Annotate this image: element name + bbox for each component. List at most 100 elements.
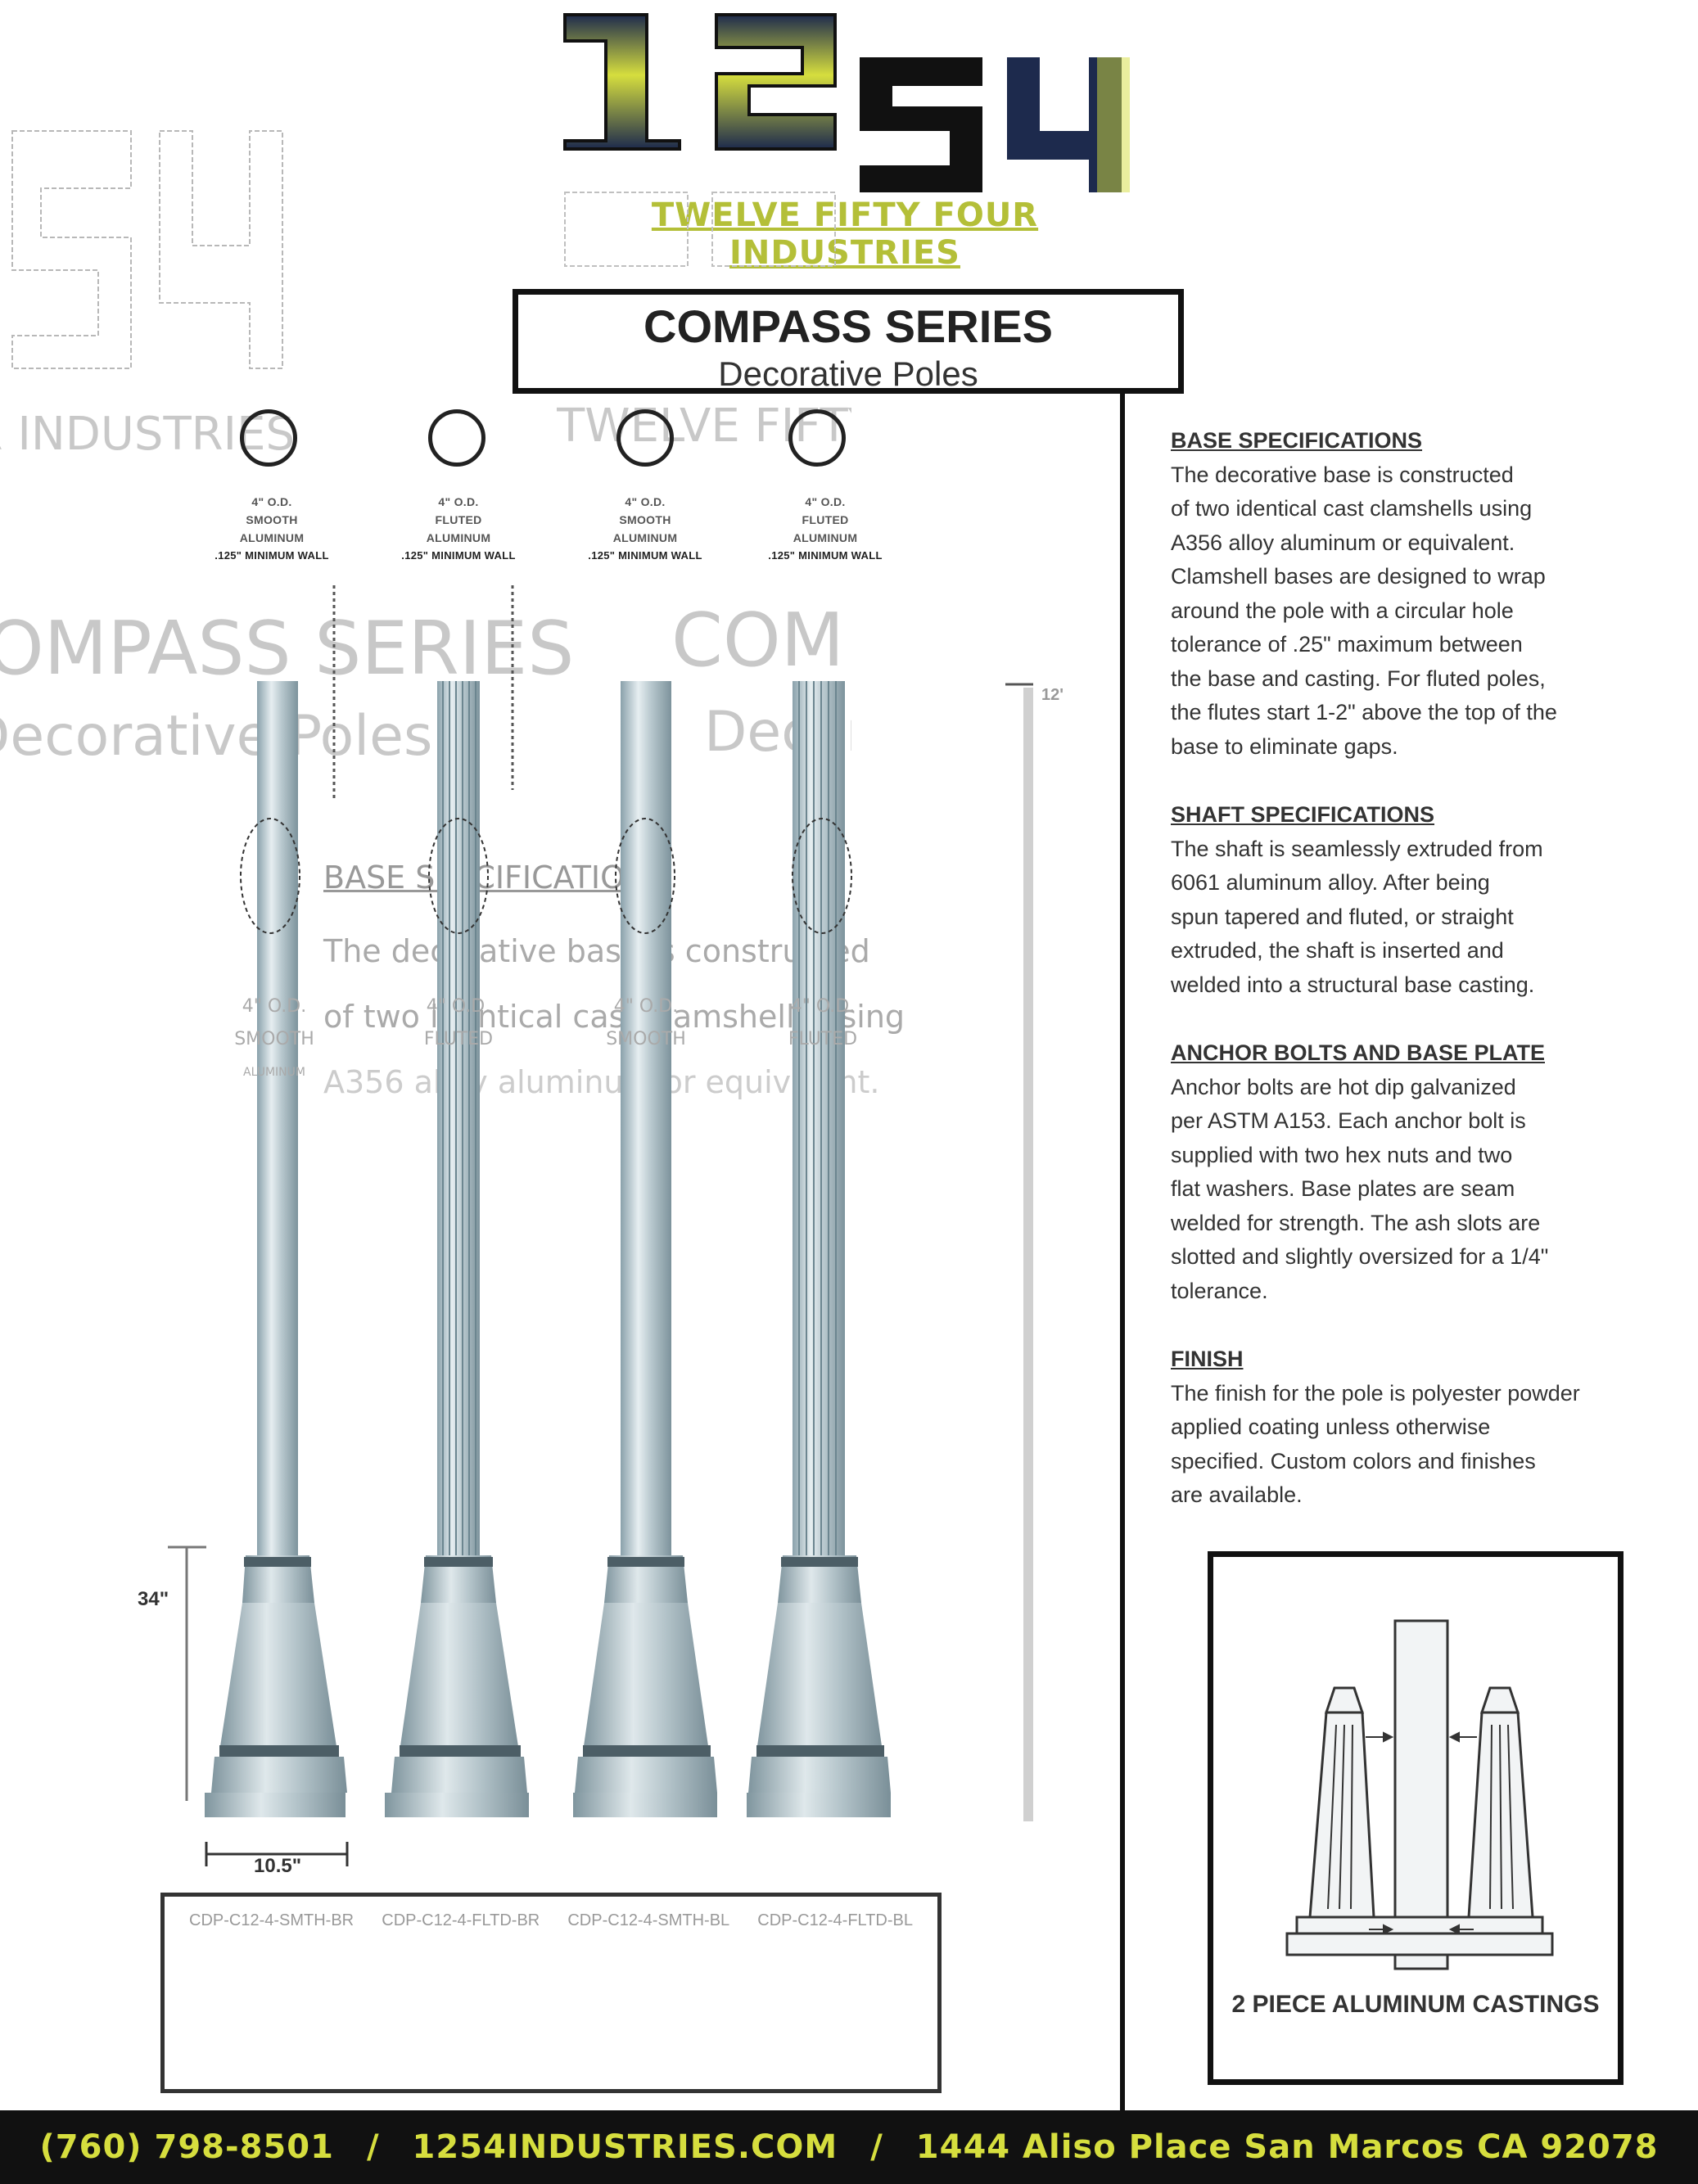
spec-line: applied coating unless otherwise — [1171, 1415, 1491, 1439]
pole-label-line: ALUMINUM — [426, 531, 491, 544]
footer-website[interactable]: 1254INDUSTRIES.COM — [412, 2128, 838, 2166]
pole-label-wall: .125" MINIMUM WALL — [215, 549, 329, 562]
footer-separator: / — [870, 2128, 883, 2166]
finish-specifications: FINISH The finish for the pole is polyes… — [1171, 1342, 1617, 1513]
part-number: CDP-C12-4-FLTD-BL — [757, 1911, 913, 1929]
ghost-inner-line: SMOOTH — [606, 1029, 686, 1049]
spec-line: extruded, the shaft is inserted and — [1171, 938, 1504, 963]
part-number-row: CDP-C12-4-SMTH-BR CDP-C12-4-FLTD-BR CDP-… — [189, 1911, 913, 1930]
spec-line: around the pole with a circular hole — [1171, 598, 1514, 623]
spec-line: spun tapered and fluted, or straight — [1171, 904, 1514, 929]
footer-bar: (760) 798-8501 / 1254INDUSTRIES.COM / 14… — [0, 2110, 1698, 2184]
part-number: CDP-C12-4-SMTH-BR — [189, 1911, 355, 1929]
clamshell-casting-drawing — [1285, 1619, 1554, 1970]
pole-1-top-circle — [240, 409, 297, 467]
pole-label-wall: .125" MINIMUM WALL — [401, 549, 516, 562]
pole-4 — [747, 681, 891, 1817]
ghost-inner-label-4: 4" O.D. FLUTED — [778, 990, 868, 1056]
spec-line: Clamshell bases are designed to wrap — [1171, 564, 1546, 589]
series-subtitle: Decorative Poles — [718, 354, 978, 393]
pole-label-wall: .125" MINIMUM WALL — [768, 549, 883, 562]
title-box: COMPASS SERIES Decorative Poles — [513, 289, 1184, 394]
vertical-divider — [1120, 394, 1125, 2110]
footer-phone[interactable]: (760) 798-8501 — [39, 2128, 334, 2166]
pole-label-wall: .125" MINIMUM WALL — [588, 549, 702, 562]
spec-line: base to eliminate gaps. — [1171, 733, 1398, 759]
pole-label-line: 4" O.D. — [625, 495, 666, 508]
anchor-bolt-specifications: ANCHOR BOLTS AND BASE PLATE Anchor bolts… — [1171, 1036, 1617, 1308]
ghost-inner-line: ALUMINUM — [243, 1066, 305, 1079]
inset-caption: 2 PIECE ALUMINUM CASTINGS — [1231, 1991, 1600, 2018]
ghost-inner-line: 4" O.D. — [426, 996, 491, 1017]
part-number-box: CDP-C12-4-SMTH-BR CDP-C12-4-FLTD-BR CDP-… — [160, 1893, 942, 2093]
ghost-inner-line: 4" O.D. — [790, 996, 856, 1017]
spec-line: per ASTM A153. Each anchor bolt is — [1171, 1108, 1526, 1133]
spec-line: tolerance of .25" maximum between — [1171, 632, 1523, 657]
pole-2 — [385, 681, 529, 1817]
spec-line: are available. — [1171, 1482, 1303, 1507]
base-specifications: BASE SPECIFICATIONS The decorative base … — [1171, 424, 1617, 764]
pole-label-line: 4" O.D. — [438, 495, 479, 508]
pole-1 — [205, 681, 347, 1817]
ghost-inner-label-3: 4" O.D. SMOOTH — [601, 990, 691, 1056]
shaft-specifications: SHAFT SPECIFICATIONS The shaft is seamle… — [1171, 798, 1617, 1002]
pole-label-line: ALUMINUM — [793, 531, 858, 544]
ghost-logo-digits — [11, 130, 283, 369]
spec-heading: SHAFT SPECIFICATIONS — [1171, 802, 1435, 827]
base-width-dimension: 10.5" — [254, 1855, 302, 1877]
pole-3-label: 4" O.D. SMOOTH ALUMINUM .125" MINIMUM WA… — [555, 493, 735, 565]
spec-line: specified. Custom colors and finishes — [1171, 1448, 1536, 1473]
spec-line: Anchor bolts are hot dip galvanized — [1171, 1074, 1516, 1099]
spec-line: The finish for the pole is polyester pow… — [1171, 1380, 1580, 1406]
pole-label-line: SMOOTH — [619, 513, 671, 526]
spec-line: the base and casting. For fluted poles, — [1171, 666, 1546, 691]
pole-3-top-circle — [616, 409, 674, 467]
pole-label-line: FLUTED — [435, 513, 482, 526]
pole-height-dimension: 12' — [1041, 686, 1064, 704]
ghost-compass-text: COMPASS — [671, 598, 851, 684]
spec-line: The decorative base is constructed — [1171, 462, 1514, 487]
ghost-inner-line: 4" O.D. — [613, 996, 679, 1017]
spec-heading: ANCHOR BOLTS AND BASE PLATE — [1171, 1040, 1545, 1065]
spec-line: The shaft is seamlessly extruded from — [1171, 836, 1543, 861]
pole-2-top-circle — [428, 409, 485, 467]
pole-4-label: 4" O.D. FLUTED ALUMINUM .125" MINIMUM WA… — [735, 493, 915, 565]
brand-logo — [563, 13, 1130, 192]
part-number: CDP-C12-4-SMTH-BL — [567, 1911, 730, 1929]
ghost-inner-line: SMOOTH — [234, 1029, 314, 1049]
pole-label-line: SMOOTH — [246, 513, 298, 526]
spec-line: supplied with two hex nuts and two — [1171, 1142, 1513, 1167]
spec-line: 6061 aluminum alloy. After being — [1171, 870, 1490, 895]
pole-label-line: 4" O.D. — [805, 495, 846, 508]
ghost-inner-line: 4" O.D. — [242, 996, 307, 1017]
pole-4-top-circle — [788, 409, 846, 467]
ghost-base-spec-heading: BASE SPECIFICATIONS — [323, 860, 668, 896]
ghost-base-spec-line: The decorative base is constructed — [323, 933, 870, 969]
spec-line: welded into a structural base casting. — [1171, 972, 1535, 997]
spec-line: A356 alloy aluminum or equivalent. — [1171, 530, 1515, 555]
pole-label-line: 4" O.D. — [251, 495, 292, 508]
ghost-poles-text: Decorative Poles — [0, 704, 433, 769]
ghost-inner-line: FLUTED — [788, 1029, 858, 1049]
pole-3 — [573, 681, 717, 1817]
pole-label-line: FLUTED — [802, 513, 849, 526]
specifications-column: BASE SPECIFICATIONS The decorative base … — [1171, 424, 1617, 1547]
base-height-dimension: 34" — [138, 1588, 169, 1610]
pole-2-label: 4" O.D. FLUTED ALUMINUM .125" MINIMUM WA… — [368, 493, 549, 565]
ghost-series-text: COMPASS SERIES — [0, 606, 575, 692]
spec-line: tolerance. — [1171, 1278, 1268, 1303]
series-title: COMPASS SERIES — [644, 300, 1053, 352]
footer-address: 1444 Aliso Place San Marcos CA 92078 — [915, 2128, 1659, 2166]
spec-line: flat washers. Base plates are seam — [1171, 1176, 1515, 1201]
spec-heading: FINISH — [1171, 1347, 1244, 1371]
footer-separator: / — [366, 2128, 380, 2166]
pole-label-line: ALUMINUM — [239, 531, 305, 544]
pole-label-line: ALUMINUM — [612, 531, 678, 544]
brand-tagline: TWELVE FIFTY FOUR INDUSTRIES — [651, 196, 1039, 272]
ghost-logo-digits-center — [564, 192, 836, 267]
pole-1-label: 4" O.D. SMOOTH ALUMINUM .125" MINIMUM WA… — [182, 493, 362, 565]
spec-line: slotted and slightly oversized for a 1/4… — [1171, 1244, 1549, 1269]
ghost-inner-line: FLUTED — [423, 1029, 494, 1049]
spec-line: of two identical cast clamshells using — [1171, 496, 1533, 521]
ghost-inner-label-2: 4" O.D. FLUTED — [413, 990, 504, 1056]
